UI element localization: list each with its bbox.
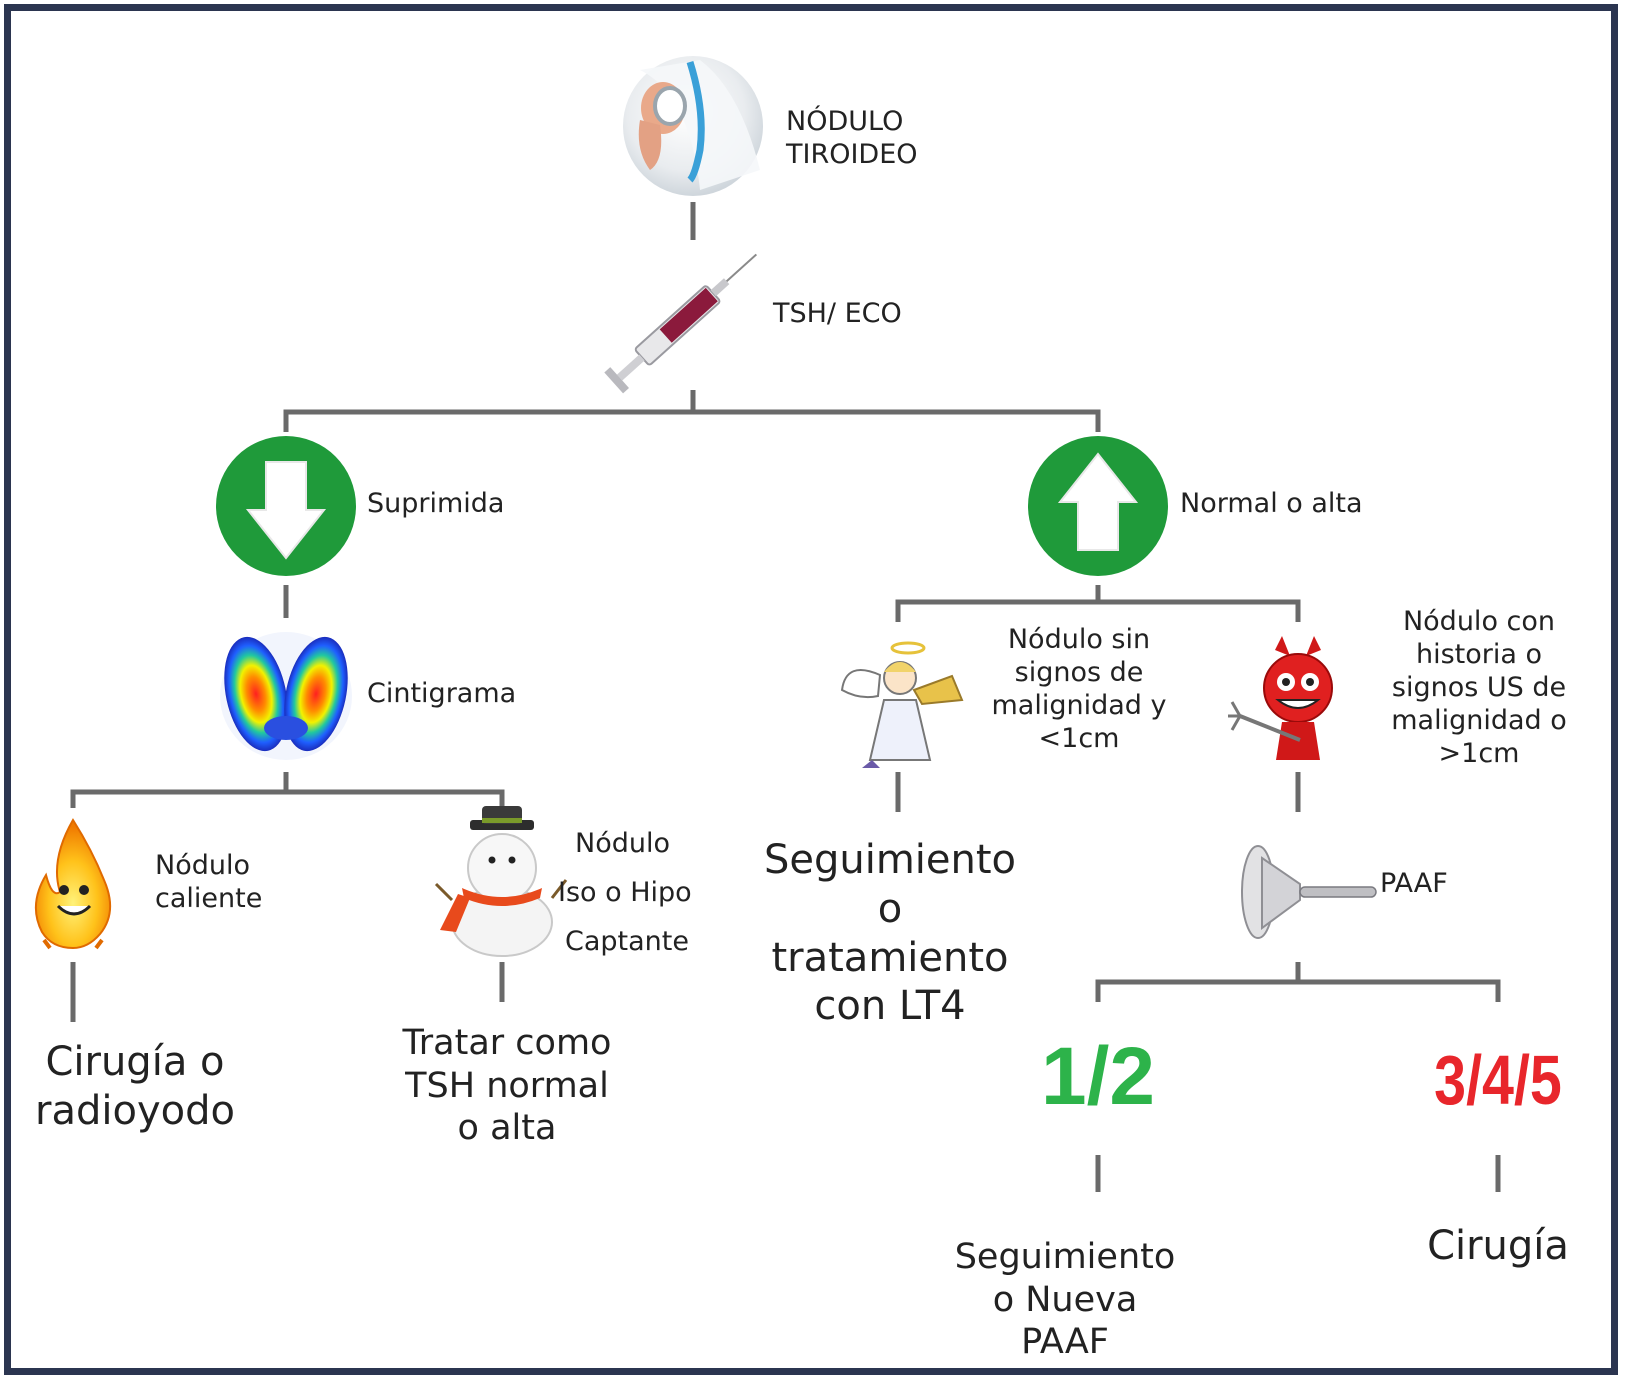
hot-nodule-label: Nódulo caliente xyxy=(155,850,263,914)
arrow-down-icon xyxy=(216,436,356,576)
benign-outcome-label: Seguimiento o tratamiento con LT4 xyxy=(763,837,1017,1030)
connector-tsh-branches xyxy=(283,409,1101,432)
fine-needle-icon xyxy=(1241,845,1377,939)
connector-scan-branches xyxy=(70,789,505,808)
thyroid-scintigraphy-icon xyxy=(220,632,352,760)
cold-nodule-line2: Iso o Hipo xyxy=(558,877,692,908)
bethesda-low-score: 1/2 xyxy=(1041,1031,1155,1122)
scan-label: Cintigrama xyxy=(367,678,517,709)
stethoscope-doctor-icon xyxy=(623,56,763,196)
benign-criteria-label: Nódulo sin signos de malignidad y <1cm xyxy=(991,624,1167,754)
cold-nodule-line1: Nódulo xyxy=(575,828,670,859)
arrow-up-icon xyxy=(1028,436,1168,576)
hot-outcome-label: Cirugía o radioyodo xyxy=(35,1039,235,1134)
malignant-criteria-label: Nódulo con historia o signos US de malig… xyxy=(1391,606,1567,769)
snowman-icon xyxy=(434,806,568,957)
test-label: TSH/ ECO xyxy=(773,298,902,329)
low-outcome-label: Seguimiento o Nueva PAAF xyxy=(954,1237,1176,1363)
flame-character-icon xyxy=(35,818,111,950)
bethesda-high-score: 3/4/5 xyxy=(1434,1041,1562,1119)
connector-normal-branches xyxy=(895,599,1301,622)
connector-biopsy-branches xyxy=(1095,979,1501,1002)
suppressed-label: Suprimida xyxy=(367,488,505,519)
angel-icon xyxy=(840,641,964,768)
normal-high-label: Normal o alta xyxy=(1180,488,1363,519)
connectors xyxy=(70,202,1501,1192)
start-label: NÓDULO TIROIDEO xyxy=(786,106,918,170)
cold-nodule-line3: Captante xyxy=(565,926,689,957)
cold-outcome-label: Tratar como TSH normal o alta xyxy=(402,1023,612,1149)
biopsy-label: PAAF xyxy=(1380,868,1448,899)
diagram-frame xyxy=(4,4,1618,1375)
high-outcome-label: Cirugía xyxy=(1427,1223,1569,1269)
syringe-icon xyxy=(604,253,758,394)
devil-icon xyxy=(1228,636,1333,760)
